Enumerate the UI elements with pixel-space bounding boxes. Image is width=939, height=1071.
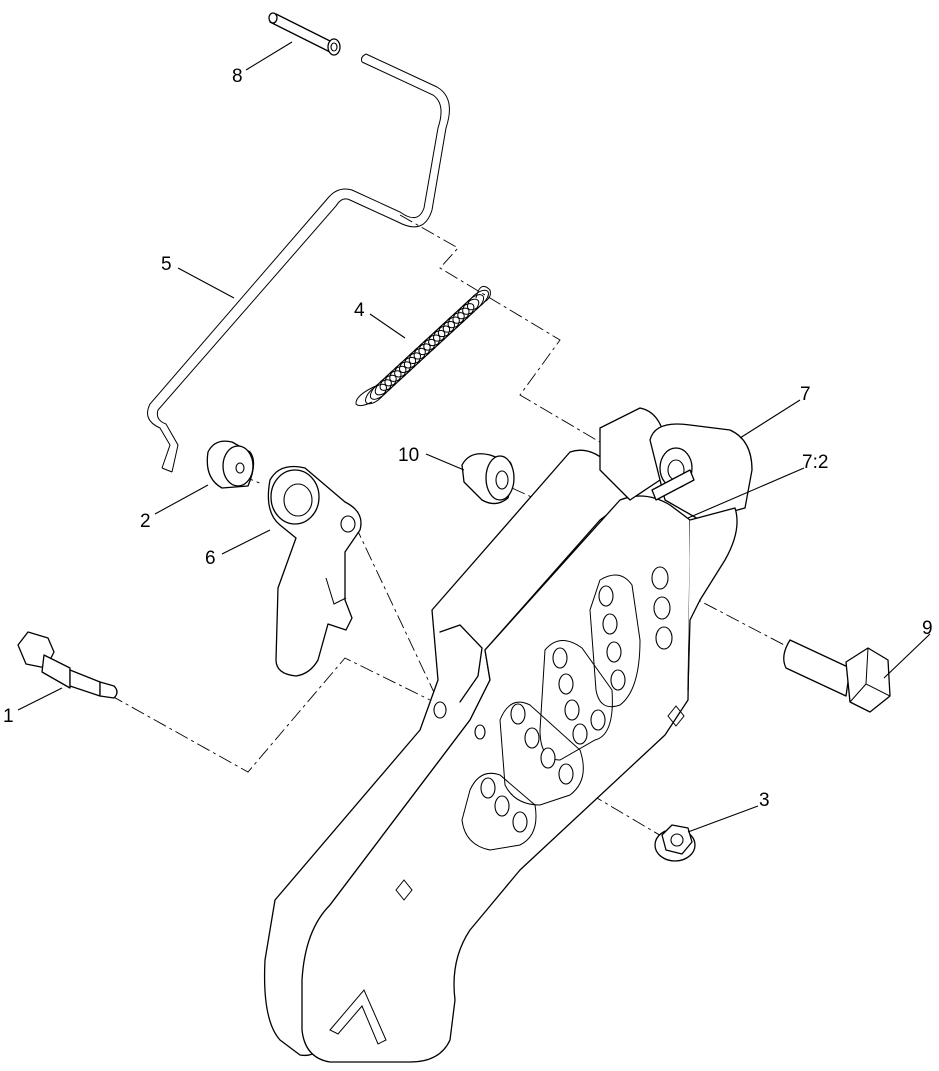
part-6-lever	[267, 465, 362, 677]
leader-10	[425, 453, 465, 471]
callout-3: 3	[759, 790, 770, 811]
leader-5	[177, 267, 235, 299]
pocket-hole	[602, 613, 618, 635]
callout-1: 1	[3, 706, 14, 727]
callout-leaders	[17, 41, 931, 833]
leader-7-2	[687, 467, 805, 519]
pocket-hole	[524, 727, 540, 749]
pocket-hole	[590, 709, 606, 731]
callout-8: 8	[232, 66, 243, 87]
pocket-hole	[480, 777, 496, 799]
pocket-hole	[558, 763, 574, 785]
pocket-hole	[558, 673, 574, 695]
callout-7-2: 7:2	[802, 452, 828, 473]
callout-4: 4	[354, 300, 365, 321]
leader-4	[369, 313, 406, 339]
pocket-hole	[510, 703, 526, 725]
part-9-hex-bolt	[783, 639, 891, 713]
part-7-pedal-assembly	[263, 407, 753, 1063]
part-3-flange-nut	[654, 824, 696, 862]
pocket-hole	[606, 641, 622, 663]
part-5-rod	[147, 53, 450, 473]
leader-6	[221, 529, 271, 555]
pocket-hole	[564, 699, 580, 721]
part-1-bolt	[17, 631, 118, 699]
spring-coil	[462, 294, 485, 315]
spring-coil	[452, 303, 475, 324]
callout-6: 6	[205, 548, 216, 569]
pocket-hole	[552, 647, 568, 669]
part-10-bushing	[461, 453, 515, 505]
callout-9: 9	[922, 618, 933, 639]
callout-10: 10	[398, 445, 419, 466]
callout-7: 7	[800, 384, 811, 405]
leader-8	[245, 41, 293, 71]
pocket-hole	[610, 669, 626, 691]
callout-2: 2	[140, 511, 151, 532]
leader-7	[739, 399, 801, 439]
part-4-spring	[355, 285, 491, 407]
spring-coil	[467, 289, 489, 311]
leader-2	[154, 484, 209, 515]
pocket-hole	[572, 723, 588, 745]
callout-labels: 1 2 3 4 5 6 7 7:2 8 9 10	[3, 66, 933, 811]
leader-3	[687, 805, 759, 833]
part-2-grommet	[206, 440, 255, 489]
part-8-sleeve	[268, 12, 341, 56]
callout-5: 5	[161, 254, 172, 275]
pocket-hole	[494, 795, 510, 817]
pocket-hole	[598, 585, 614, 607]
pocket-hole	[540, 747, 556, 769]
spring-coil	[457, 298, 480, 320]
leader-1	[17, 687, 63, 711]
pocket-hole	[512, 811, 528, 833]
leader-9	[883, 633, 931, 679]
